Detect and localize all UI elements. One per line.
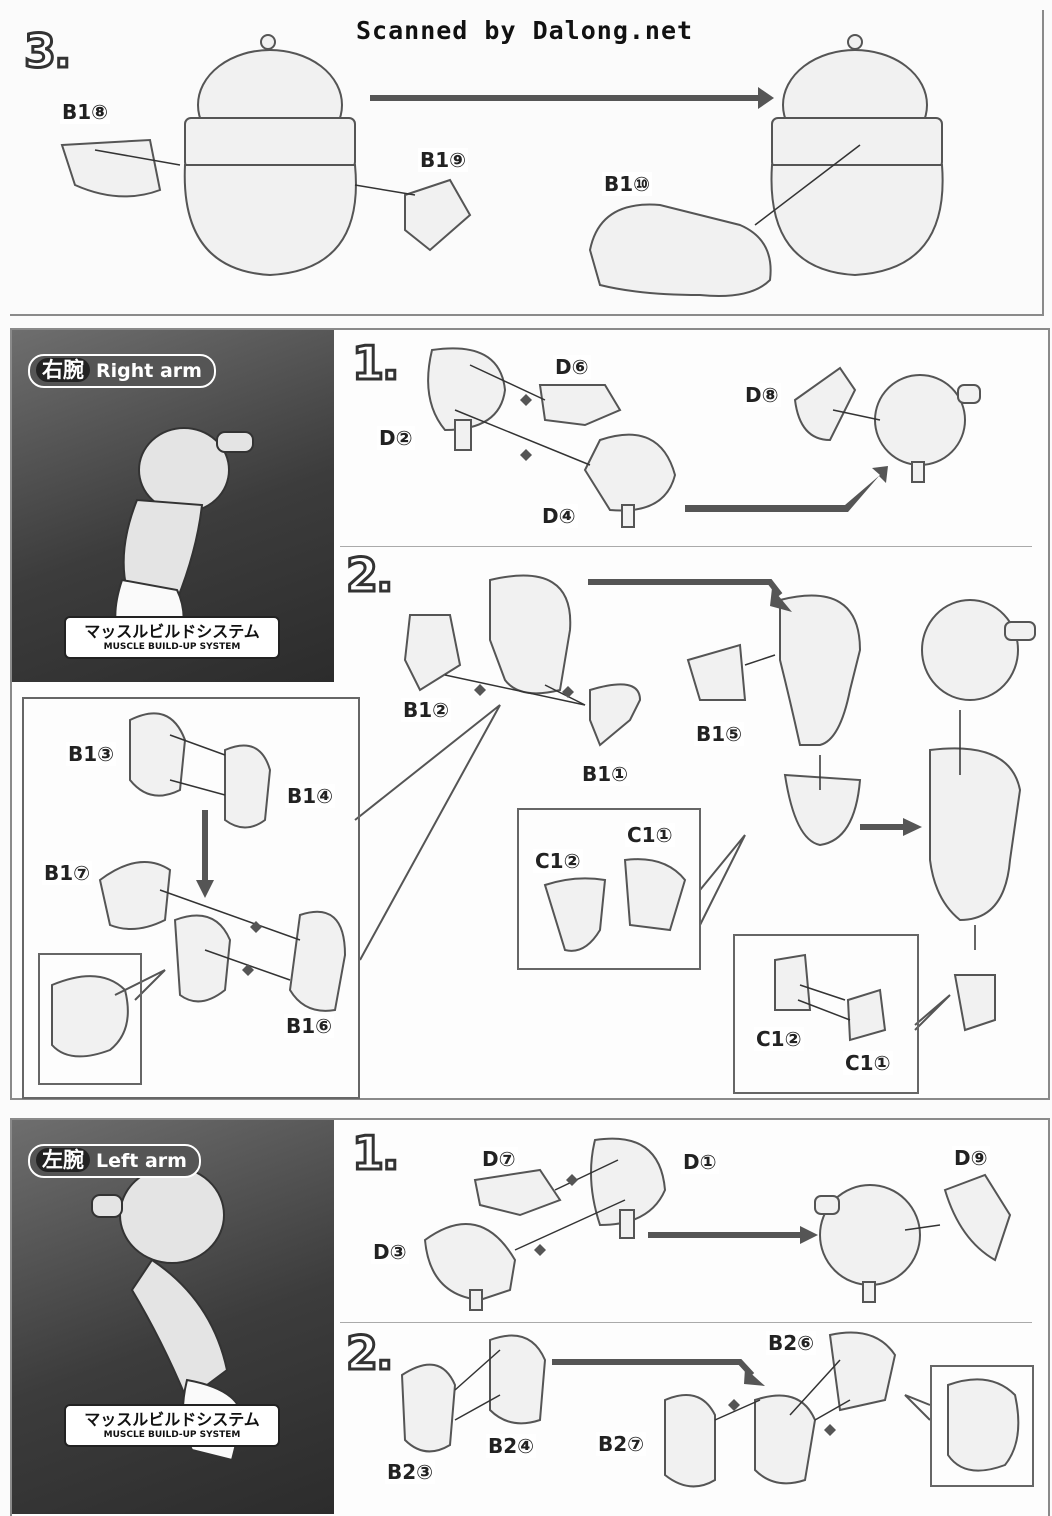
hand-inset xyxy=(733,934,919,1094)
label-b15: B1⑤ xyxy=(694,722,745,746)
label-b13: B1③ xyxy=(66,742,117,766)
left-arm-title: Left arm xyxy=(96,1150,187,1172)
logo-jp-text: マッスルビルドシステム xyxy=(84,622,260,641)
left-arm-preview xyxy=(12,1120,334,1514)
label-c11: C1① xyxy=(625,823,675,847)
label-d1: D① xyxy=(681,1150,719,1174)
label-d2: D② xyxy=(377,426,415,450)
label-b24: B2④ xyxy=(486,1434,537,1458)
step-divider xyxy=(340,546,1032,547)
step-number: 3. xyxy=(22,24,73,78)
label-b110: B1⑩ xyxy=(602,172,653,196)
label-b26: B2⑥ xyxy=(766,1331,817,1355)
muscle-build-logo-right: マッスルビルドシステム MUSCLE BUILD-UP SYSTEM xyxy=(64,616,280,659)
logo-jp-text: マッスルビルドシステム xyxy=(84,1410,260,1429)
part-b19 xyxy=(404,178,472,252)
part-b18 xyxy=(60,138,162,198)
label-d4: D④ xyxy=(540,504,578,528)
label-b18: B1⑧ xyxy=(60,100,111,124)
muscle-build-logo-left: マッスルビルドシステム MUSCLE BUILD-UP SYSTEM xyxy=(64,1404,280,1447)
label-b23: B2③ xyxy=(385,1460,436,1484)
label-b27: B2⑦ xyxy=(596,1432,647,1456)
torso-abs-part xyxy=(183,164,357,277)
label-b14: B1④ xyxy=(285,784,336,808)
right-arm-title: Right arm xyxy=(96,360,202,382)
label-hand-c12: C1② xyxy=(754,1027,804,1051)
b16-closeup-inset xyxy=(38,953,142,1085)
label-b17: B1⑦ xyxy=(42,861,93,885)
label-b12: B1② xyxy=(401,698,452,722)
label-b19: B1⑨ xyxy=(418,148,469,172)
left-arm-tag: 左腕 Left arm xyxy=(28,1144,201,1178)
label-d9: D⑨ xyxy=(952,1146,990,1170)
label-b16: B1⑥ xyxy=(284,1014,335,1038)
b13-b17-detail-inset xyxy=(22,697,360,1099)
part-b110 xyxy=(588,203,772,297)
label-d3: D③ xyxy=(371,1240,409,1264)
c11-c12-inset xyxy=(517,808,701,970)
left-arm-step1: 1. xyxy=(350,1126,401,1180)
step-divider xyxy=(340,1322,1032,1323)
right-arm-tag: 右腕 Right arm xyxy=(28,354,216,388)
b26-closeup-inset xyxy=(930,1365,1034,1487)
step3-panel xyxy=(10,10,1044,316)
label-d8: D⑧ xyxy=(743,383,781,407)
step3-flow-arrow xyxy=(370,87,774,109)
scan-credit: Scanned by Dalong.net xyxy=(356,16,694,45)
label-d6: D⑥ xyxy=(553,355,591,379)
logo-en-text: MUSCLE BUILD-UP SYSTEM xyxy=(103,1430,241,1440)
label-c12: C1② xyxy=(533,849,583,873)
logo-en-text: MUSCLE BUILD-UP SYSTEM xyxy=(103,642,241,652)
left-arm-kanji: 左腕 xyxy=(36,1148,90,1172)
label-b11: B1① xyxy=(580,762,631,786)
right-arm-step2: 2. xyxy=(344,548,395,602)
left-arm-step2: 2. xyxy=(344,1326,395,1380)
right-arm-step1: 1. xyxy=(350,336,401,390)
label-d7: D⑦ xyxy=(480,1147,518,1171)
right-arm-kanji: 右腕 xyxy=(36,358,90,382)
label-hand-c11: C1① xyxy=(843,1051,893,1075)
